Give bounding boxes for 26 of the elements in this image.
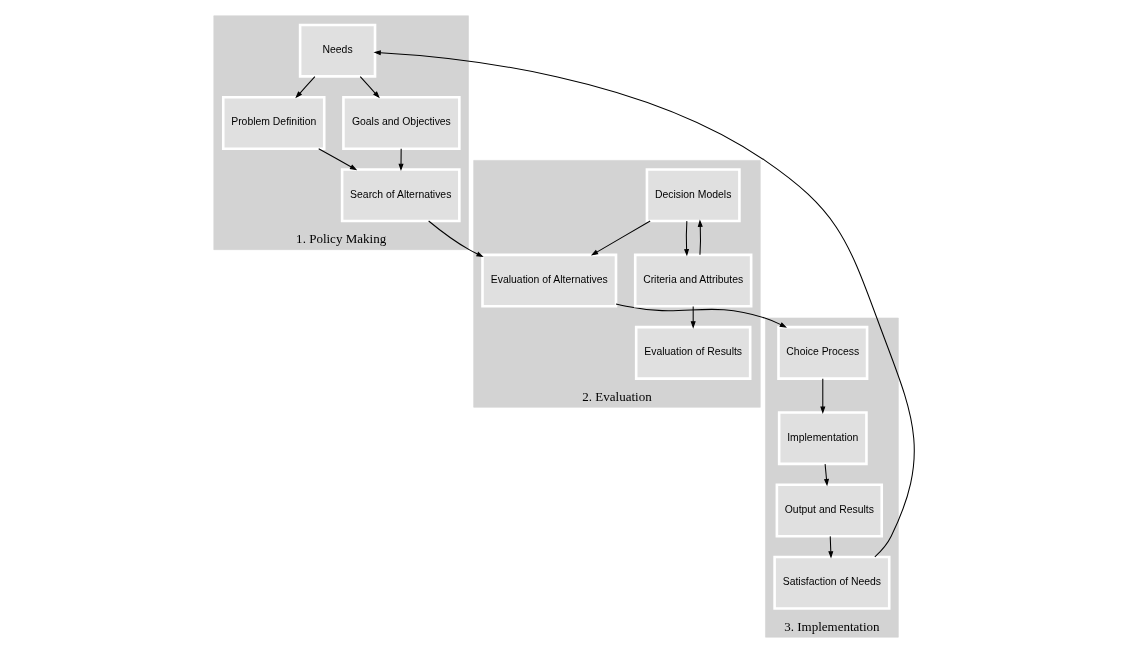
node-box: Output and Results bbox=[775, 483, 884, 538]
arrow bbox=[823, 463, 830, 487]
node-box: Evaluation of Alternatives bbox=[481, 253, 618, 308]
arrow bbox=[615, 303, 787, 328]
node-box: Problem Definition bbox=[221, 95, 326, 150]
arrow bbox=[590, 220, 651, 256]
arrow bbox=[373, 50, 915, 558]
node-box: Goals and Objectives bbox=[342, 95, 461, 150]
node-box: Search of Alternatives bbox=[340, 168, 461, 223]
node-box: Evaluation of Results bbox=[634, 325, 752, 380]
node-box: Criteria and Attributes bbox=[633, 253, 753, 308]
arrow bbox=[697, 219, 703, 256]
node-box: Needs bbox=[298, 23, 377, 78]
node-box: Choice Process bbox=[777, 325, 869, 380]
arrow bbox=[690, 305, 696, 329]
arrow bbox=[828, 535, 834, 559]
arrow bbox=[820, 378, 826, 414]
node-box: Decision Models bbox=[645, 168, 741, 223]
arrow bbox=[295, 76, 316, 99]
node-box: Implementation bbox=[777, 411, 868, 466]
arrow bbox=[428, 220, 484, 258]
arrow bbox=[359, 76, 380, 99]
arrow bbox=[318, 148, 358, 171]
node-box: Satisfaction of Needs bbox=[773, 555, 891, 610]
arrow bbox=[684, 220, 690, 257]
arrow bbox=[398, 148, 404, 172]
